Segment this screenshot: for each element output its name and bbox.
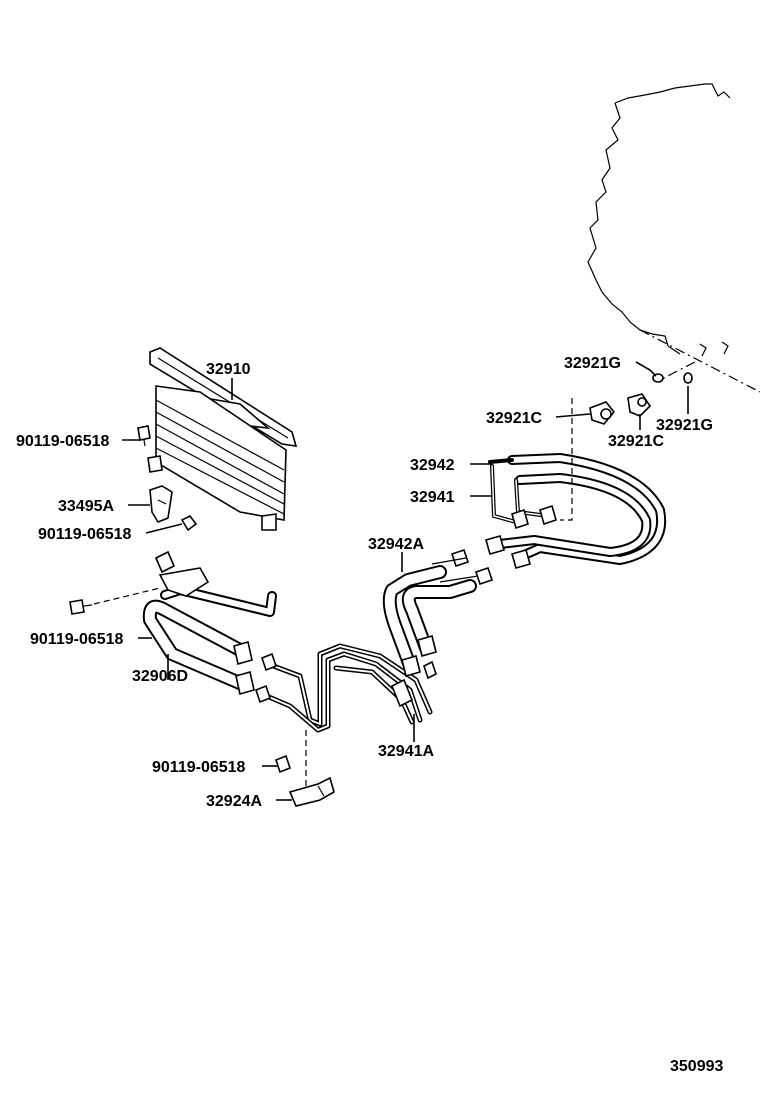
bolt-hose[interactable] xyxy=(69,599,93,615)
label-bolt-clamp: 90119-06518 xyxy=(152,759,246,776)
bolt-bracket[interactable] xyxy=(180,514,198,532)
label-tube-bottom: 32941A xyxy=(378,743,434,760)
gasket-32921g-right[interactable] xyxy=(683,372,693,384)
transmission-outline xyxy=(587,83,760,393)
label-tube-upper: 32942 xyxy=(410,457,455,474)
tube-assembly-32942a[interactable] xyxy=(382,548,494,677)
tube-assembly-32941a[interactable] xyxy=(255,643,437,733)
oil-cooler[interactable] xyxy=(147,347,298,531)
clamp-32924a[interactable] xyxy=(288,776,335,807)
tube-assembly-32942[interactable] xyxy=(488,453,667,565)
bracket-33495a[interactable] xyxy=(149,485,173,523)
label-bolt-cooler: 90119-06518 xyxy=(16,433,110,450)
bolt-clamp[interactable] xyxy=(275,754,291,774)
label-union-right: 32921C xyxy=(608,433,664,450)
label-gasket-top: 32921G xyxy=(564,355,621,372)
label-tube-lower: 32941 xyxy=(410,489,455,506)
diagram-id: 350993 xyxy=(670,1058,723,1075)
label-hose: 32906D xyxy=(132,668,188,685)
label-union-left: 32921C xyxy=(486,410,542,427)
leader-lines xyxy=(122,361,689,801)
label-bolt-hose: 90119-06518 xyxy=(30,631,124,648)
bolt-hose-guide xyxy=(93,587,161,605)
tube-assembly-32941[interactable] xyxy=(485,464,652,569)
label-bracket-cooler: 33495A xyxy=(58,498,114,515)
union-guide xyxy=(560,398,573,521)
union-32921c-left[interactable] xyxy=(589,401,616,425)
bolt-cooler[interactable] xyxy=(137,425,151,447)
union-32921c-right[interactable] xyxy=(627,393,652,417)
label-gasket-right: 32921G xyxy=(656,417,713,434)
oil-cooler-hose[interactable] xyxy=(142,550,277,696)
label-cooler: 32910 xyxy=(206,361,251,378)
label-clamp: 32924A xyxy=(206,793,262,810)
label-bolt-bracket: 90119-06518 xyxy=(38,526,132,543)
label-tube-mid: 32942A xyxy=(368,536,424,553)
labels: 32910 90119-06518 33495A 90119-06518 901… xyxy=(16,355,723,1075)
